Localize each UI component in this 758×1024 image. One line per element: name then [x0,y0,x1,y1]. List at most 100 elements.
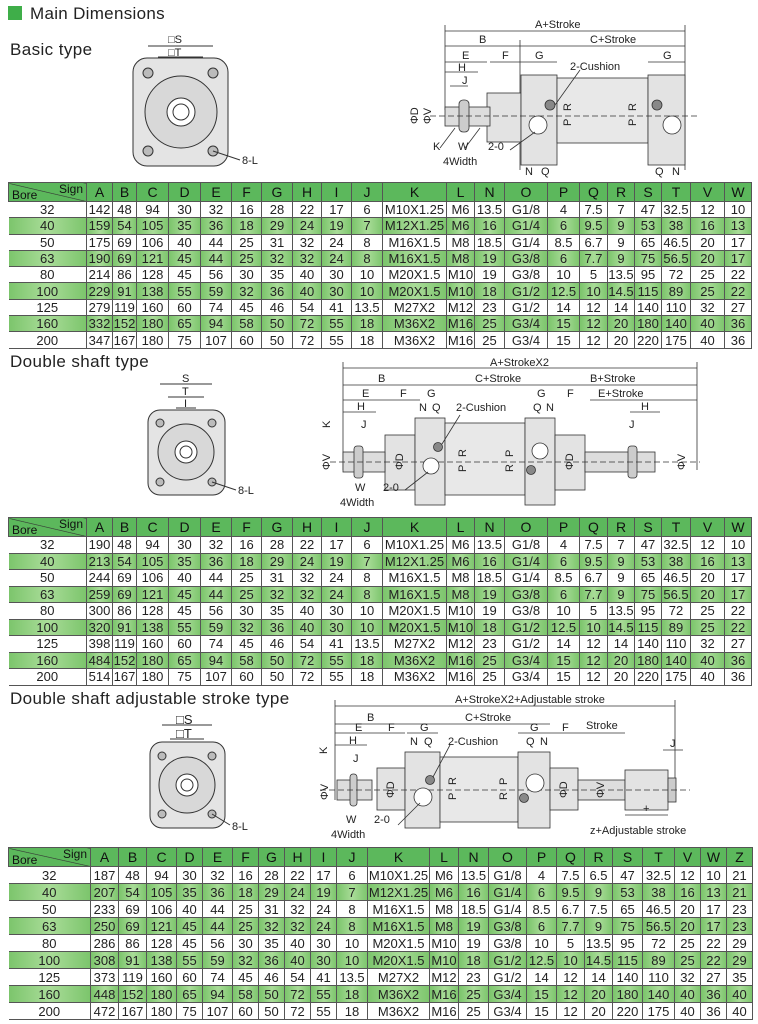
table-cell: 6 [526,917,557,935]
table-cell: 91 [118,951,147,969]
table-cell: 29 [261,552,293,570]
dim-g: G [427,388,436,400]
column-header-e: E [202,847,233,867]
table-cell: 20 [584,1002,613,1020]
table-cell: 19 [474,602,505,620]
table-cell: M10X1.25 [367,866,430,884]
table-cell: M20X1.5 [382,602,447,620]
table-cell: 54 [284,968,311,986]
table-cell: 140 [661,651,691,669]
table-cell: 8 [351,233,383,251]
label-I: I [184,398,187,410]
table-cell: G3/4 [504,315,548,333]
table-cell: 13.5 [351,298,383,317]
column-header-b: B [112,182,137,202]
table-cell: G3/4 [504,668,548,686]
table-cell: G1/4 [504,552,548,570]
table-cell: 54 [292,298,322,317]
dim-j: J [462,75,468,87]
label-2-0: 2-0 [374,814,390,826]
dim-phi-d-right: ΦD [558,781,570,798]
table-cell: 15 [547,651,580,669]
table-cell: 38 [661,217,691,235]
table-cell: 214 [86,266,113,284]
table-cell: 17 [724,569,752,587]
table-cell: 140 [634,635,662,653]
table-cell: 50 [261,331,293,349]
column-header-c: C [136,182,169,202]
table-cell: G1/8 [504,200,548,219]
bore-cell: 125 [8,968,91,986]
table-cell: 279 [86,298,113,317]
table-cell: M10 [446,602,475,620]
table-cell: 32 [231,618,262,636]
table-cell: M16X1.5 [382,233,447,251]
table-cell: 23 [474,298,505,317]
table-cell: 20 [674,900,701,918]
table-cell: 20 [607,331,635,349]
table-cell: 138 [136,618,169,636]
dim-r: R [447,777,459,785]
side-view-basic: A+Stroke B C+Stroke E F G G H J 2-Cushio… [409,19,700,178]
table-cell: 18.5 [474,233,505,251]
table-cell: 30 [321,266,352,284]
table-cell: 36 [200,217,232,235]
table-cell: 17 [321,536,352,554]
table-cell: 72 [292,651,322,669]
table-cell: 12 [674,866,701,884]
dim-q-right: Q [655,166,664,178]
table-cell: 25 [690,602,725,620]
table-cell: M16 [446,668,475,686]
table-cell: 6.7 [556,900,585,918]
table-cell: 36 [202,883,233,901]
table-cell: M10 [429,934,459,952]
table-cell: 244 [86,569,113,587]
table-cell: 12 [579,651,608,669]
table-cell: 32 [292,233,322,251]
table-cell: 24 [321,569,352,587]
bore-cell: 40 [8,217,87,235]
table-cell: 29 [726,951,753,969]
column-header-l: L [446,182,475,202]
table-cell: G1/2 [504,298,548,317]
column-header-j: J [351,517,383,537]
table-cell: M12X1.25 [367,883,430,901]
column-header-p: P [547,517,580,537]
table-cell: 17 [724,585,752,603]
table-cell: 4 [547,536,580,554]
table-cell: 75 [168,668,201,686]
bore-cell: 200 [8,668,87,686]
table-cell: 18 [336,1002,368,1020]
table-cell: 60 [231,331,262,349]
dim-n: N [419,402,427,414]
table-cell: 55 [321,315,352,333]
table-cell: 25 [232,900,259,918]
table-cell: 20 [690,249,725,268]
table-cell: 128 [136,602,169,620]
table-cell: 7.5 [579,536,608,554]
table-cell: 46.5 [642,900,675,918]
table-cell: G3/4 [488,985,527,1003]
table-cell: 72 [284,1002,311,1020]
table-cell: 10 [724,200,752,219]
table-cell: 5 [579,602,608,620]
column-header-j: J [351,182,383,202]
table-cell: 56.5 [661,585,691,603]
table-cell: 190 [86,249,113,268]
table-cell: 105 [136,217,169,235]
table-cell: 20 [584,985,613,1003]
table-cell: 25 [474,315,505,333]
table-cell: 7 [351,217,383,235]
table-cell: 75 [612,917,643,935]
table-cell: 36 [700,985,727,1003]
dim-f: F [400,388,407,400]
table-cell: 60 [168,298,201,317]
table-cell: 36 [700,1002,727,1020]
table-cell: 19 [474,266,505,284]
table-cell: 25 [232,917,259,935]
table-cell: 16 [474,217,505,235]
